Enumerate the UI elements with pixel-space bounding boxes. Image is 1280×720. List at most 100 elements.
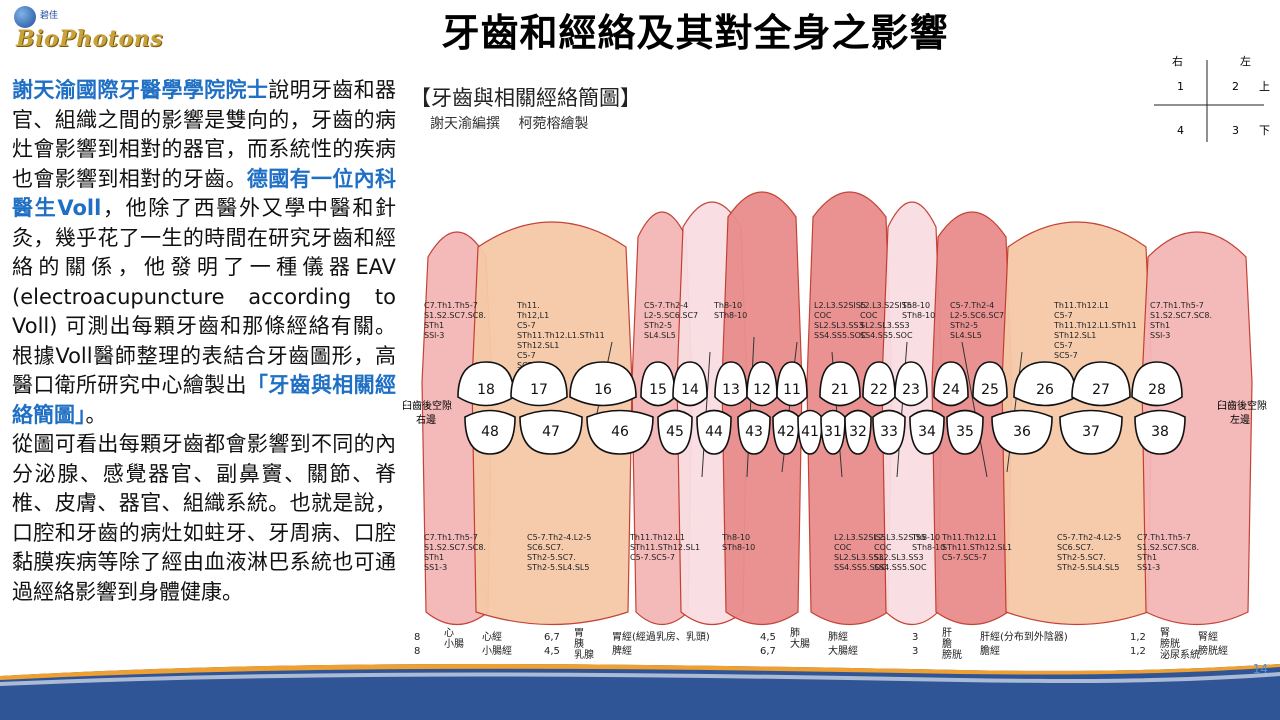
legend-organ: 小腸 — [444, 638, 464, 650]
lower-tooth-number: 35 — [956, 424, 974, 440]
lower-spine-label: C5-7.SC5-7 — [630, 553, 675, 562]
diagram-title: 【牙齒與相關經絡簡圖】 — [410, 86, 641, 110]
lower-tooth: 34 — [909, 409, 945, 455]
upper-tooth: 12 — [746, 361, 778, 407]
lower-tooth-number: 48 — [481, 424, 499, 440]
upper-tooth-number: 25 — [981, 382, 999, 398]
upper-tooth-number: 16 — [594, 382, 612, 398]
legend-meridian: 膀胱經 — [1198, 644, 1228, 657]
upper-spine-label: Th11.Th12.L1 — [1053, 301, 1109, 310]
lower-tooth-number: 38 — [1151, 424, 1169, 440]
lower-spine-label: C5-7.Th2-4.L2-5 — [1057, 533, 1121, 542]
upper-spine-label: S1.S2.SC7.SC8. — [424, 311, 486, 320]
lower-spine-label: Th11.Th12.L1 — [941, 533, 997, 542]
upper-tooth: 11 — [776, 361, 808, 407]
lower-spine-label: C7.Th1.Th5-7 — [1137, 533, 1191, 542]
lower-spine-label: STh11.STh12.SL1 — [630, 543, 700, 552]
lower-spine-label: SC6.SC7. — [1057, 543, 1094, 552]
upper-spine-label: SL4.SL5 — [644, 331, 676, 340]
legend-organ: 膽 — [942, 637, 952, 650]
lower-spine-label: Th8-10 — [721, 533, 750, 542]
upper-spine-label: STh12.SL1 — [1054, 331, 1096, 340]
quadrant-right-label: 右 — [1172, 54, 1183, 68]
quadrant-key: 右 左 1 2 4 3 上 下 — [1154, 54, 1270, 142]
upper-tooth: 21 — [819, 361, 861, 407]
upper-tooth-number: 13 — [722, 382, 740, 398]
legend-meridian: 胃經(經過乳房、乳頭) — [612, 630, 710, 643]
lower-spine-label: L2.L3.S2SIS5 — [874, 533, 926, 542]
upper-spine-label: STh1 — [1150, 321, 1170, 330]
biophotons-logo: 碧佳 BioPhotons — [14, 6, 174, 56]
logo-text: BioPhotons — [16, 26, 164, 52]
lower-tooth-number: 42 — [777, 424, 795, 440]
lower-spine-label: STh1 — [424, 553, 444, 562]
meridian-sector — [721, 191, 803, 626]
upper-tooth-number: 18 — [477, 382, 495, 398]
legend-tooth-nums: 4,5 — [760, 632, 776, 643]
upper-tooth: 23 — [894, 361, 928, 407]
meridian-legend: 88心小腸心經小腸經6,74,5胃胰乳腺胃經(經過乳房、乳頭)脾經4,56,7肺… — [414, 627, 1228, 661]
upper-spine-label: Th8-10 — [901, 301, 930, 310]
lower-tooth: 33 — [872, 409, 906, 455]
lower-tooth-number: 37 — [1082, 424, 1100, 440]
lower-spine-label: STh8-10 — [912, 543, 945, 552]
upper-spine-label: STh2-5 — [950, 321, 978, 330]
lower-spine-label: SS4.SS5.SOC — [834, 563, 887, 572]
upper-spine-label: L2-5.SC6.SC7 — [644, 311, 698, 320]
upper-spine-label: C5-7 — [517, 351, 536, 360]
upper-spine-label: C7.Th1.Th5-7 — [424, 301, 478, 310]
meridian-arrow — [961, 341, 988, 478]
upper-spine-label: STh2-5 — [644, 321, 672, 330]
side-label-right: 臼齒後空隙 右邊 — [402, 399, 452, 426]
lower-tooth: 41 — [797, 409, 823, 455]
legend-meridian: 肺經 — [828, 630, 848, 643]
upper-tooth-number: 17 — [530, 382, 548, 398]
lower-spine-label: S1.S2.SC7.SC8. — [424, 543, 486, 552]
upper-tooth-number: 23 — [902, 382, 920, 398]
lower-tooth-number: 36 — [1013, 424, 1031, 440]
legend-organ: 膀胱 — [942, 648, 962, 661]
legend-tooth-nums: 8 — [414, 646, 420, 657]
lower-tooth: 37 — [1059, 409, 1123, 455]
lower-spine-label: SL2.SL3.SS3 — [874, 553, 924, 562]
upper-tooth-number: 22 — [870, 382, 888, 398]
lower-spine-label: STh11.STh12.SL1 — [942, 543, 1012, 552]
upper-tooth-number: 11 — [783, 382, 801, 398]
legend-tooth-nums: 6,7 — [760, 646, 776, 657]
side-left-line1: 臼齒後空隙 — [1217, 399, 1267, 412]
lower-tooth: 46 — [586, 409, 654, 455]
upper-tooth: 24 — [933, 361, 969, 407]
legend-organ: 肺 — [790, 627, 800, 639]
upper-spine-label: SC5-7 — [1054, 351, 1078, 360]
upper-tooth-number: 21 — [831, 382, 849, 398]
upper-spine-label: C5-7 — [1054, 311, 1073, 320]
upper-tooth: 22 — [862, 361, 896, 407]
legend-meridian: 脾經 — [612, 644, 632, 657]
lower-spine-label: COC — [834, 543, 852, 552]
upper-tooth: 26 — [1013, 361, 1077, 407]
lower-spine-label: Th11.Th12.L1 — [629, 533, 685, 542]
footer-wave-band — [0, 664, 1280, 720]
upper-spine-label: SS4.SS5.SOC — [814, 331, 867, 340]
upper-spine-label: STh8-10 — [902, 311, 935, 320]
upper-tooth: 16 — [569, 361, 637, 407]
logo-small-text: 碧佳 — [40, 11, 59, 21]
lower-tooth: 31 — [820, 409, 846, 455]
lower-spine-label: STh2-5.SC7. — [527, 553, 576, 562]
upper-spine-label: L2.L3.S2SIS5 — [814, 301, 866, 310]
upper-spine-label: S1.S2.SC7.SC8. — [1150, 311, 1212, 320]
lower-tooth: 38 — [1134, 409, 1186, 455]
upper-tooth-number: 14 — [681, 382, 699, 398]
lower-spine-label: STh2-5.SL4.SL5 — [527, 563, 589, 572]
legend-meridian: 膽經 — [980, 644, 1000, 657]
body-p1-a: 說明牙齒和器官、組織之間的影響是雙向的，牙齒的病灶會影響到相對的器官，而系統性的… — [12, 78, 396, 191]
upper-spine-label: C5-7.Th2-4 — [950, 301, 994, 310]
page-title: 牙齒和經絡及其對全身之影響 — [441, 11, 949, 55]
meridian-sector — [1141, 231, 1253, 625]
quadrant-left-label: 左 — [1240, 55, 1251, 68]
lower-tooth: 36 — [991, 409, 1053, 455]
quadrant-4: 4 — [1177, 124, 1184, 137]
lower-tooth: 42 — [772, 409, 800, 455]
